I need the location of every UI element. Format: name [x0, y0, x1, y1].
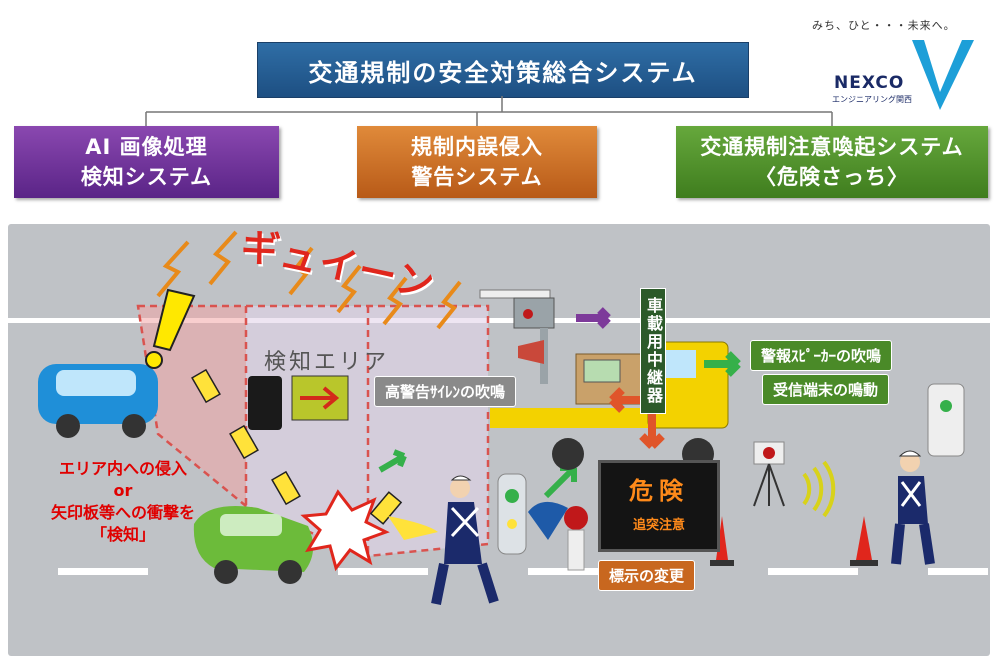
purple-arrow-icon [576, 307, 611, 329]
detection-area-label: 検知エリア [264, 350, 390, 375]
ai-box-line2: 検知システム [80, 165, 213, 189]
warn-box-line2: 警告システム [411, 165, 543, 189]
ai-box-line1: AI 画像処理 [85, 135, 208, 159]
vms-sub-text: 追突注意 [632, 518, 685, 533]
caption-line2: or [113, 481, 133, 500]
green-car-icon [193, 506, 314, 584]
yellow-arrow-boards-icon [191, 368, 403, 525]
receiver-label: 受信端末の鳴動 [762, 374, 890, 405]
warn-box-line1: 規制内誤侵入 [411, 135, 543, 159]
radar-unit-icon [479, 289, 555, 384]
variable-message-sign: 危険 追突注意 [598, 460, 720, 552]
sound-waves-icon [802, 460, 836, 518]
sign-change-label: 標示の変更 [598, 560, 696, 591]
flag-worker-icon [431, 475, 499, 605]
nexco-logo-mark [912, 40, 974, 110]
relay-label: 車載用中継器 [640, 288, 666, 414]
green-arrow-icon [378, 449, 407, 473]
yellow-truck-icon [490, 341, 729, 470]
speaker-label: 警報ｽﾋﾟｰｶｰの吹鳴 [750, 340, 893, 371]
impact-burst-icon [300, 489, 390, 572]
detection-zone-red [138, 306, 248, 506]
detection-caption: エリア内への侵入 or 矢印板等への衝撃を 「検知」 [18, 458, 228, 546]
blue-car-icon [38, 364, 158, 438]
kiken-catch-system-box: 交通規制注意喚起システム 〈危険さっち〉 [676, 126, 988, 198]
traffic-cone-icon-2 [850, 516, 878, 566]
tagline: みち、ひと・・・未来へ。 [812, 19, 956, 32]
tripod-speaker-icon [753, 441, 785, 507]
intrusion-warning-system-box: 規制内誤侵入 警告システム [357, 126, 597, 198]
road-scene: ギュイーン 検知エリア エリア内への侵入 or 矢印板等への衝撃を 「検知」 高… [8, 224, 990, 656]
logo-subtitle: エンジニアリング関西 [832, 95, 912, 104]
green-arrow-right-icon [704, 351, 741, 377]
caption-line3: 矢印板等への衝撃を [50, 503, 195, 522]
yellow-mat-icon [388, 516, 438, 540]
kiken-box-line1: 交通規制注意喚起システム [700, 135, 964, 159]
caption-line4: 「検知」 [90, 525, 155, 544]
warning-siren-device-icon [497, 473, 527, 555]
ai-camera-device-icon [248, 375, 349, 430]
receiver-terminal-icon [927, 383, 965, 457]
siren-horn-icon [518, 340, 544, 364]
road-worker-icon [891, 450, 935, 565]
vms-main-text: 危険 [629, 477, 689, 505]
orange-arrow-down-icon [639, 412, 665, 449]
siren-label: 高警告ｻｲﾚﾝの吹鳴 [374, 376, 517, 407]
exclamation-icon [145, 288, 196, 369]
pointing-glove-icon [528, 501, 568, 540]
kiken-box-line2: 〈危険さっち〉 [755, 165, 909, 189]
main-title: 交通規制の安全対策総合システム [257, 42, 749, 98]
logo-wordmark: NEXCO [834, 73, 905, 93]
ai-detection-system-box: AI 画像処理 検知システム [14, 126, 279, 198]
rotating-lamp-icon [564, 506, 588, 571]
caption-line1: エリア内への侵入 [58, 459, 187, 478]
